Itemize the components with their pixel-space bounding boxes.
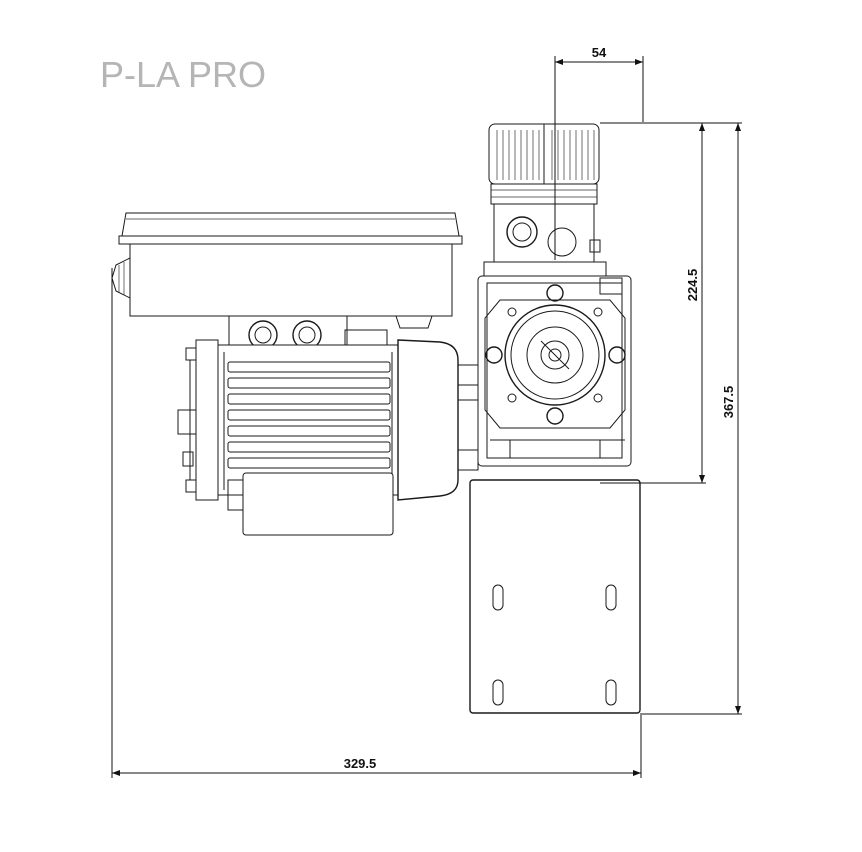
dim-top-width-label: 54 [592, 45, 607, 60]
motor [177, 315, 479, 536]
product-title: P-LA PRO [100, 54, 266, 95]
gearbox [477, 275, 632, 467]
dim-total-width-label: 329.5 [344, 756, 377, 771]
dim-gearbox-height-label: 224.5 [685, 269, 700, 302]
terminal-box [111, 212, 463, 329]
mounting-plate [469, 479, 641, 714]
dim-total-height-label: 367.5 [721, 386, 736, 419]
top-unit [483, 123, 607, 277]
dimension-lines [111, 56, 742, 778]
